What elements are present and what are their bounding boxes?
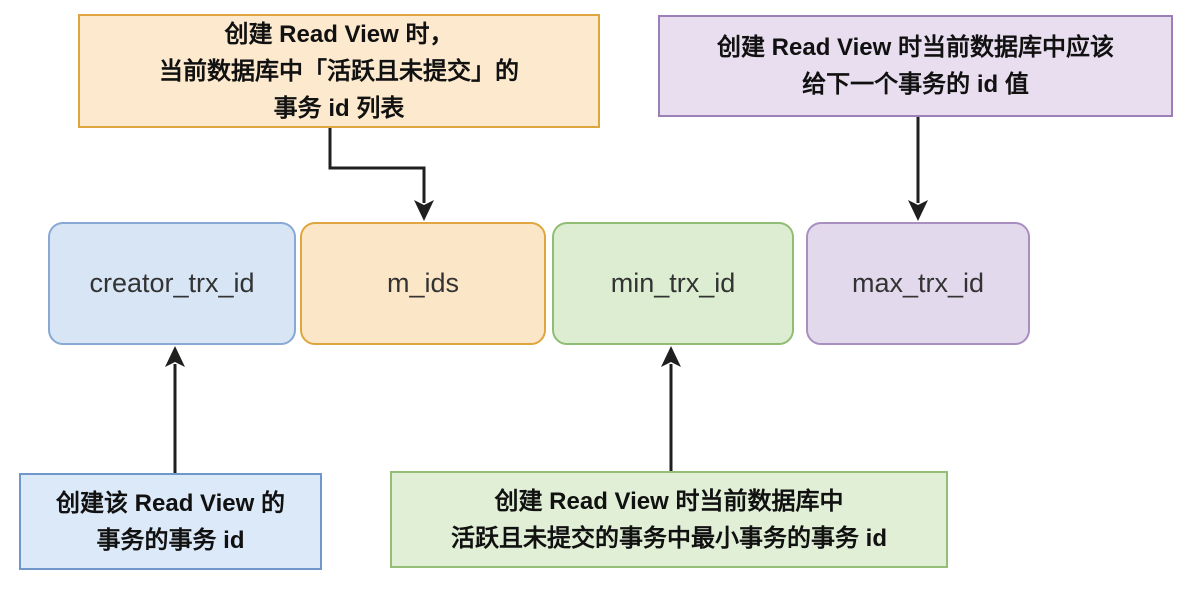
note-max-trx-id: 创建 Read View 时当前数据库中应该 给下一个事务的 id 值 [658,15,1173,117]
note-creator-trx-id-line-1: 创建该 Read View 的 [56,489,285,517]
note-min-trx-id-line-1: 创建 Read View 时当前数据库中 [494,487,844,515]
field-creator-trx-id-label: creator_trx_id [89,268,255,298]
field-m-ids-label: m_ids [386,268,460,298]
arrow-note-to-max-trx-id [908,117,928,221]
note-max-trx-id-line-1: 创建 Read View 时当前数据库中应该 [717,34,1114,61]
field-min-trx-id: min_trx_id [552,222,794,345]
field-m-ids: m_ids [300,222,546,345]
arrow-note-to-creator-trx-id [165,346,185,473]
note-creator-trx-id-line-2: 事务的事务 id [96,526,245,554]
note-max-trx-id-line-2: 给下一个事务的 id 值 [802,71,1029,98]
note-m-ids-line-3: 事务 id 列表 [273,94,405,122]
field-creator-trx-id: creator_trx_id [48,222,296,345]
field-max-trx-id-label: max_trx_id [851,268,985,298]
note-creator-trx-id: 创建该 Read View 的 事务的事务 id [19,473,322,570]
note-m-ids-line-2: 当前数据库中「活跃且未提交」的 [159,57,519,85]
field-min-trx-id-label: min_trx_id [610,268,736,298]
arrow-note-to-m-ids [328,128,434,221]
note-m-ids-line-1: 创建 Read View 时， [224,20,454,48]
note-m-ids: 创建 Read View 时， 当前数据库中「活跃且未提交」的 事务 id 列表 [78,14,600,128]
field-max-trx-id: max_trx_id [806,222,1030,345]
note-min-trx-id-line-2: 活跃且未提交的事务中最小事务的事务 id [451,524,887,552]
arrow-note-to-min-trx-id [661,346,681,471]
note-min-trx-id: 创建 Read View 时当前数据库中 活跃且未提交的事务中最小事务的事务 i… [390,471,948,568]
